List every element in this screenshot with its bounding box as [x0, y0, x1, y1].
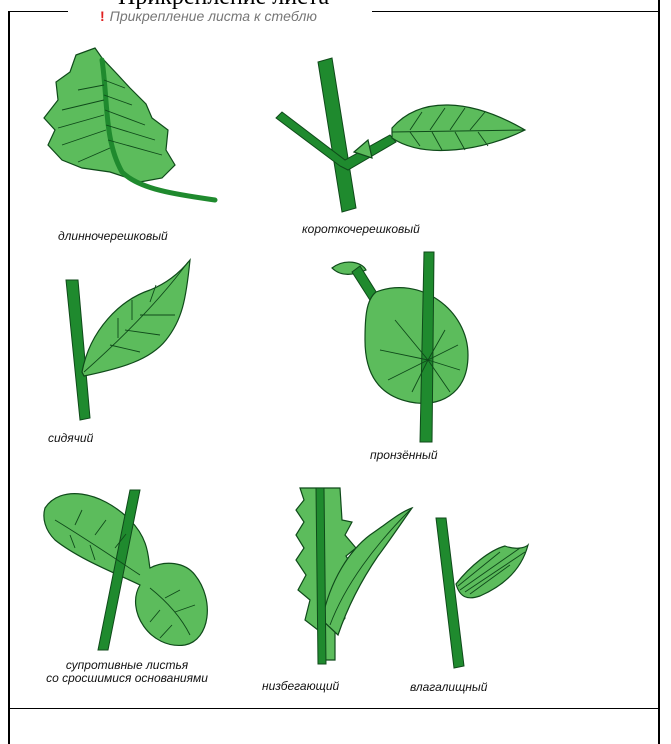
leaf-short-petiole — [276, 58, 525, 212]
caption-decurrent: низбегающий — [262, 680, 339, 693]
leaf-long-petiole — [44, 48, 215, 200]
leaf-connate — [44, 490, 207, 650]
caption-long-petiole: длинночерешковый — [58, 230, 168, 243]
caption-sheathing: влагалищный — [410, 681, 487, 694]
caption-connate-line-2: со сросшимися основаниями — [22, 672, 232, 685]
caption-short-petiole: короткочерешковый — [302, 223, 420, 236]
leaf-sessile — [66, 260, 190, 420]
caption-perfoliate: пронзённый — [370, 449, 438, 462]
caption-connate: супротивные листья со сросшимися основан… — [22, 659, 232, 685]
leaf-perfoliate — [332, 252, 468, 442]
caption-sessile: сидячий — [48, 432, 93, 445]
leaf-sheathing — [436, 518, 528, 668]
leaf-decurrent — [296, 488, 412, 664]
